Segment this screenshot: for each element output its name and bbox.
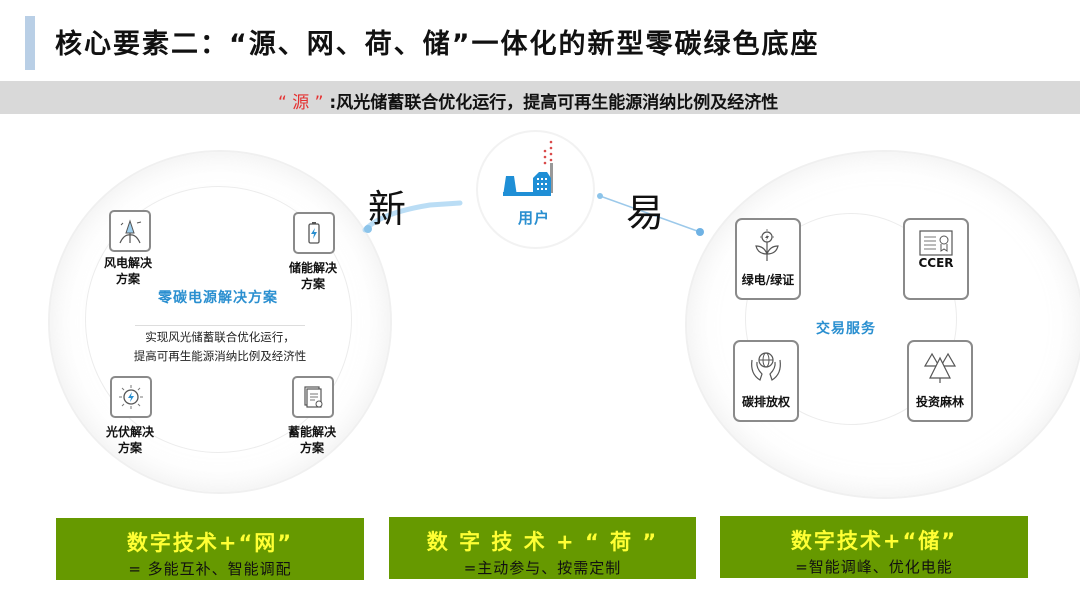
storage-solution-tile[interactable] [293,212,335,254]
wind-solution-label: 风电解决方案 [103,256,152,286]
digital-grid-box: 数字技术+“网” = 多能互补、智能调配 [56,518,364,580]
subtitle: “ 源 ”:风光储蓄联合优化运行，提高可再生能源消纳比例及经济性 [278,88,778,113]
storage-solution-label: 储能解决方案 [288,261,337,291]
carbon-emission-rights-tile[interactable]: 碳排放权 [733,340,799,422]
solar-solution-tile[interactable] [110,376,152,418]
right-center-title: 交易服务 [816,321,876,337]
trees-icon [923,352,957,383]
forestry-investment-label: 投资麻林 [915,395,964,409]
connection-lines [362,193,704,236]
wind-turbine-icon [119,219,142,244]
certificate-icon [919,230,953,256]
digital-load-box: 数 字 技 术 + “ 荷 ” =主动参与、按需定制 [389,517,696,579]
page-title: 核心要素二：“源、网、荷、储”一体化的新型零碳绿色底座 [55,29,820,60]
digital-grid-subtitle: = 多能互补、智能调配 [128,560,292,578]
title-accent-bar [25,16,35,70]
digital-load-title: 数 字 技 术 + “ 荷 ” [426,530,659,554]
pumped-storage-solution-tile[interactable] [292,376,334,418]
ccer-tile[interactable]: CCER [903,218,969,300]
battery-icon [308,222,320,244]
digital-grid-title: 数字技术+“网” [126,531,294,555]
subtitle-band [0,81,1080,114]
green-plant-icon [755,229,779,261]
digital-load-subtitle: =主动参与、按需定制 [463,559,622,577]
wind-solution-tile[interactable] [109,210,151,252]
user-label: 用户 [518,209,551,227]
left-description: 实现风光储蓄联合优化运行，提高可再生能源消纳比例及经济性 [133,330,307,363]
left-divider [135,325,305,326]
subtitle-text: :风光储蓄联合优化运行，提高可再生能源消纳比例及经济性 [329,93,779,113]
left-inner-ring [85,186,352,453]
hands-globe-icon [751,352,781,381]
factory-icon [503,140,553,196]
carbon-emission-rights-label: 碳排放权 [741,395,790,409]
left-big-char: 新 [368,187,407,231]
document-icon [304,386,323,408]
pumped-storage-solution-label: 蓄能解决方案 [287,425,336,455]
solar-solution-label: 光伏解决方案 [105,425,154,455]
left-center-title: 零碳电源解决方案 [158,290,278,306]
ccer-label: CCER [918,256,954,270]
right-inner-ring [745,213,957,425]
digital-storage-title: 数字技术+“储” [790,529,958,553]
digital-storage-subtitle: =智能调峰、优化电能 [795,558,953,576]
green-power-certificate-tile[interactable]: 绿电/绿证 [735,218,801,300]
forestry-investment-tile[interactable]: 投资麻林 [907,340,973,422]
right-outer-ring [685,150,1080,499]
left-outer-ring [48,150,392,494]
solar-icon [119,385,143,409]
right-big-char: 易 [626,191,665,235]
green-power-certificate-label: 绿电/绿证 [741,273,795,287]
digital-storage-box: 数字技术+“储” =智能调峰、优化电能 [720,516,1028,578]
subtitle-highlight: “ 源 ” [278,93,324,113]
